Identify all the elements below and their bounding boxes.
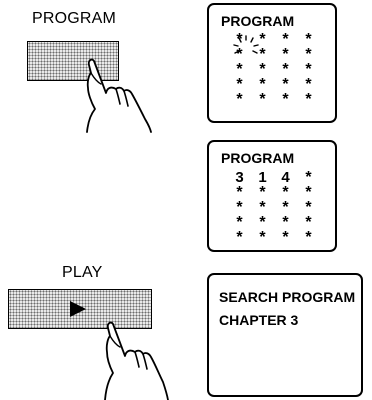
play-button-label: PLAY xyxy=(62,264,103,281)
tv-screen-program-entry: PROGRAM * * * * * * * * * * * * * * * * … xyxy=(207,3,337,123)
grid-cell: * xyxy=(305,214,312,231)
grid-cell: * xyxy=(259,46,266,63)
grid-cell: * xyxy=(236,229,243,246)
grid-cell: * xyxy=(282,46,289,63)
grid-cell: * xyxy=(259,91,266,108)
grid-cell: 3 xyxy=(235,169,244,186)
grid-cell: * xyxy=(259,31,266,48)
grid-cell: 4 xyxy=(281,169,290,186)
grid-cell: * xyxy=(236,91,243,108)
grid-cell: * xyxy=(305,61,312,78)
grid-cell: * xyxy=(282,229,289,246)
grid-cell: * xyxy=(236,46,243,63)
grid-cell: * xyxy=(259,61,266,78)
search-program-text: SEARCH PROGRAM xyxy=(219,289,356,305)
grid-cell: * xyxy=(305,169,312,186)
grid-cell: * xyxy=(236,76,243,93)
pointing-hand-icon xyxy=(104,321,169,400)
blink-rays-icon xyxy=(233,35,259,54)
grid-cell: * xyxy=(236,184,243,201)
screen-title: PROGRAM xyxy=(221,150,295,166)
grid-cell: * xyxy=(259,214,266,231)
grid-cell: * xyxy=(305,46,312,63)
grid-cell: * xyxy=(282,184,289,201)
play-triangle-icon xyxy=(70,301,86,317)
grid-cell: * xyxy=(236,199,243,216)
grid-cell: * xyxy=(305,91,312,108)
program-button[interactable] xyxy=(27,41,119,81)
grid-cell: * xyxy=(259,76,266,93)
grid-cell: * xyxy=(305,31,312,48)
grid-cell: * xyxy=(259,229,266,246)
grid-cell: * xyxy=(236,214,243,231)
grid-cell: * xyxy=(282,214,289,231)
program-button-label: PROGRAM xyxy=(32,10,117,27)
pointing-hand-icon xyxy=(86,58,152,133)
grid-cell: * xyxy=(305,199,312,216)
tv-screen-search-program: SEARCH PROGRAM CHAPTER 3 xyxy=(207,273,363,397)
grid-cell: * xyxy=(236,61,243,78)
grid-cell: * xyxy=(282,76,289,93)
grid-cell: * xyxy=(305,76,312,93)
grid-cell: * xyxy=(305,229,312,246)
screen-title: PROGRAM xyxy=(221,13,295,29)
grid-cell: 1 xyxy=(258,169,267,186)
grid-cell: * xyxy=(259,199,266,216)
tv-screen-program-entered: PROGRAM 3 1 4 * * * * * * * * * * * * * … xyxy=(207,140,337,252)
grid-cell: * xyxy=(305,184,312,201)
grid-cell: * xyxy=(282,31,289,48)
grid-cell: * xyxy=(282,91,289,108)
program-grid: 3 1 4 * * * * * * * * * * * * * * * * * xyxy=(228,169,320,246)
chapter-text: CHAPTER 3 xyxy=(219,312,299,328)
play-button[interactable] xyxy=(8,289,152,329)
grid-cell: * xyxy=(259,184,266,201)
grid-cell: * xyxy=(282,61,289,78)
grid-cell: * xyxy=(282,199,289,216)
